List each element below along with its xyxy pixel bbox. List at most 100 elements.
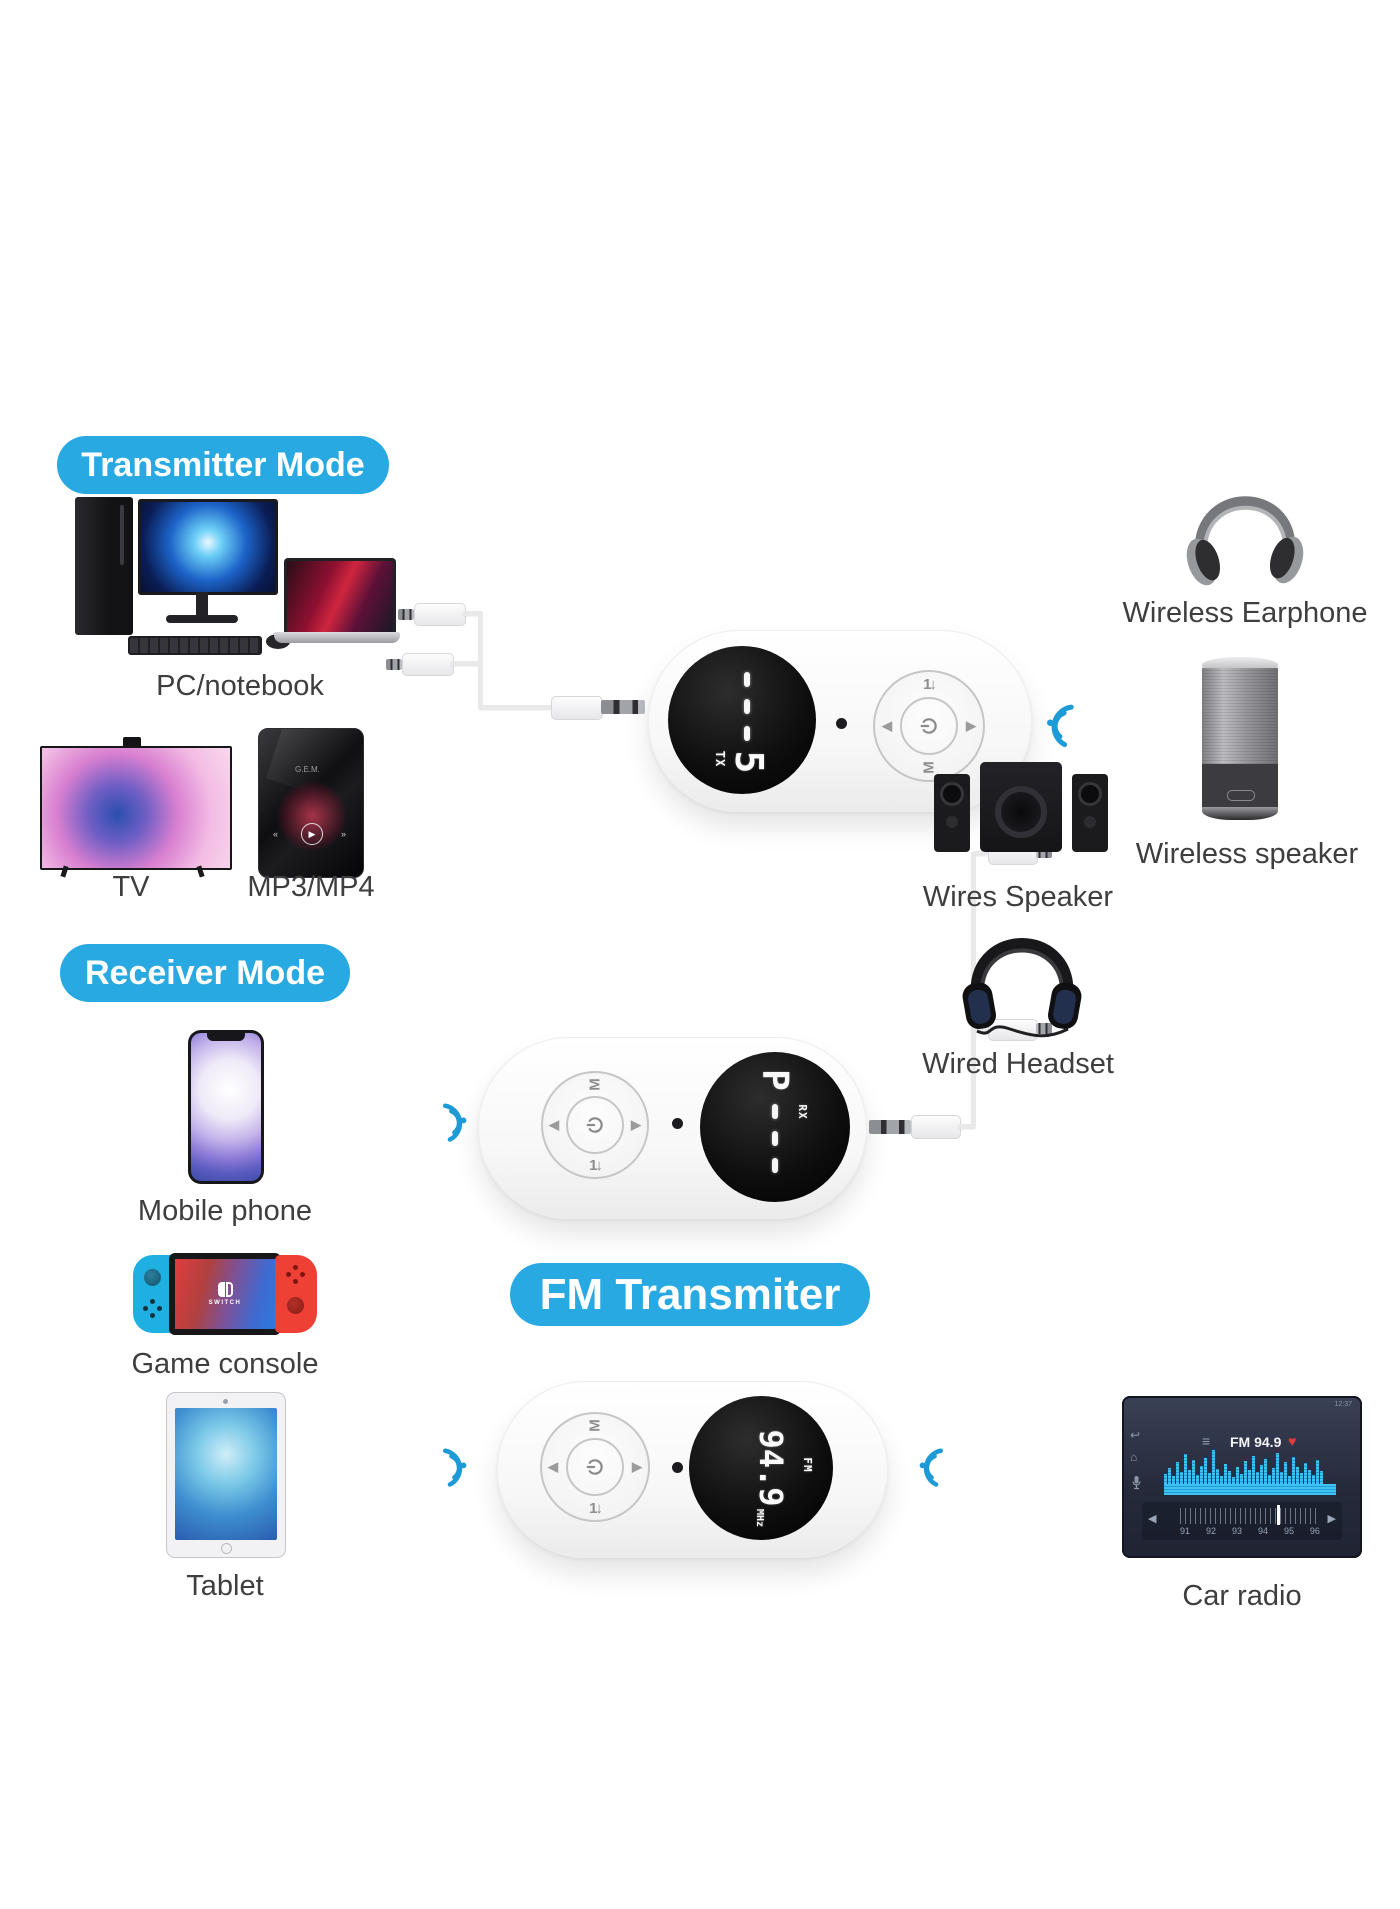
aux-plug-body <box>911 1115 961 1139</box>
wireless-earphone-caption: Wireless Earphone <box>1122 597 1368 629</box>
fm-mic-dot <box>672 1462 683 1473</box>
next-button: ▶ <box>631 1117 641 1132</box>
tv-screen <box>40 746 232 870</box>
equalizer-bar <box>1296 1467 1299 1484</box>
tx-display-mode: TX <box>713 750 727 768</box>
tx-display-value: 5 <box>727 750 771 774</box>
prev-button: ◀ <box>548 1459 558 1474</box>
play-pause-button: 1↓ <box>923 676 937 693</box>
frequency-label: 96 <box>1309 1526 1320 1536</box>
bluetooth-signal-icon <box>442 1103 467 1142</box>
fm-button-pad: M 1↓ ◀ ▶ <box>540 1412 650 1522</box>
mode-button: M <box>586 1419 604 1432</box>
equalizer-bar <box>1172 1476 1175 1484</box>
transmitter-mode-badge: Transmitter Mode <box>57 436 389 494</box>
satellite-speaker-right <box>1072 774 1108 852</box>
equalizer-bar <box>1256 1472 1259 1484</box>
rx-button-pad: M 1↓ ◀ ▶ <box>541 1071 649 1179</box>
laptop-base <box>274 632 400 643</box>
joycon-right <box>275 1255 317 1333</box>
equalizer-bar <box>1184 1454 1187 1484</box>
power-button <box>566 1438 624 1496</box>
phone-notch <box>207 1033 245 1041</box>
equalizer-bar <box>1192 1460 1195 1484</box>
equalizer-bar <box>1300 1473 1303 1484</box>
equalizer-bar <box>1244 1461 1247 1484</box>
equalizer-bar <box>1180 1472 1183 1484</box>
rx-mic-dot <box>672 1118 683 1129</box>
joycon-left <box>133 1255 175 1333</box>
mp3-play-icon: ▶ <box>301 823 323 845</box>
equalizer-bar <box>1264 1459 1267 1484</box>
equalizer-bar <box>1224 1464 1227 1484</box>
game-console-illustration: SWITCH <box>133 1253 317 1335</box>
equalizer-bar <box>1188 1470 1191 1484</box>
wireless-speaker-illustration <box>1202 657 1278 820</box>
fm-display-mode: FM <box>801 1457 815 1473</box>
mp3-caption: MP3/MP4 <box>247 871 375 903</box>
equalizer-bar <box>1164 1474 1167 1484</box>
play-pause-button: 1↓ <box>589 1500 603 1517</box>
equalizer-bar <box>1308 1470 1311 1484</box>
prev-button: ◀ <box>882 718 892 733</box>
car-radio-status: 12:37 <box>1334 1401 1352 1408</box>
tablet-caption: Tablet <box>186 1570 264 1602</box>
tablet-home-button <box>221 1543 232 1554</box>
equalizer-bar <box>1260 1465 1263 1484</box>
rx-display-mode: RX <box>796 1104 810 1120</box>
heart-icon: ♥ <box>1288 1433 1297 1449</box>
equalizer-bar <box>1216 1469 1219 1484</box>
equalizer-bar <box>1280 1472 1283 1484</box>
power-icon <box>586 1459 603 1475</box>
mp3-next-icon: » <box>341 829 347 839</box>
tv-camera <box>123 737 141 748</box>
equalizer-base <box>1164 1484 1336 1495</box>
mp3-prev-icon: « <box>273 829 279 839</box>
aux-plug-body <box>414 603 466 626</box>
mp3-brand-text: G.E.M. <box>295 765 320 774</box>
frequency-label: 91 <box>1180 1526 1191 1536</box>
wireless-earphone-illustration <box>1186 496 1304 586</box>
car-radio-caption: Car radio <box>1182 1580 1302 1612</box>
tx-display: 5 TX <box>668 646 816 794</box>
fm-display: FM 94.9 MHz <box>689 1396 833 1540</box>
wired-headset-caption: Wired Headset <box>922 1048 1114 1080</box>
equalizer-bar <box>1312 1475 1315 1484</box>
equalizer-bar <box>1268 1475 1271 1484</box>
equalizer-bar <box>1320 1471 1323 1484</box>
aux-plug-tip <box>869 1120 911 1134</box>
equalizer-bar <box>1176 1462 1179 1484</box>
equalizer-bar <box>1284 1462 1287 1484</box>
car-radio-station: FM 94.9 <box>1230 1434 1282 1450</box>
pc-notebook-caption: PC/notebook <box>156 670 324 702</box>
next-button: ▶ <box>966 718 976 733</box>
mode-button: M <box>920 761 938 774</box>
tune-down-icon: ◀ <box>1148 1513 1157 1525</box>
aux-plug-body <box>402 653 454 676</box>
power-icon <box>586 1117 603 1133</box>
back-icon: ↩ <box>1130 1428 1141 1442</box>
rx-display: P RX <box>700 1052 850 1202</box>
fm-transmitter-badge: FM Transmiter <box>510 1263 870 1326</box>
pc-tower <box>75 497 133 635</box>
wires-speaker-caption: Wires Speaker <box>922 881 1114 913</box>
frequency-label: 92 <box>1205 1526 1216 1536</box>
console-screen: SWITCH <box>169 1253 281 1335</box>
fm-signal-icon <box>919 1448 944 1487</box>
receiver-mode-badge: Receiver Mode <box>60 944 350 1002</box>
speaker-logo-badge <box>1227 790 1255 801</box>
tv-caption: TV <box>112 871 150 903</box>
mobile-phone-caption: Mobile phone <box>137 1195 313 1227</box>
fm-display-unit: MHz <box>754 1508 766 1528</box>
frequency-label: 93 <box>1231 1526 1242 1536</box>
switch-logo-icon <box>217 1282 233 1297</box>
frequency-label: 94 <box>1257 1526 1268 1536</box>
mobile-phone-illustration <box>188 1030 264 1184</box>
bluetooth-signal-icon <box>1046 704 1074 748</box>
tune-up-icon: ▶ <box>1327 1513 1336 1525</box>
list-icon: ≡ <box>1202 1433 1211 1449</box>
equalizer-bar <box>1204 1458 1207 1484</box>
